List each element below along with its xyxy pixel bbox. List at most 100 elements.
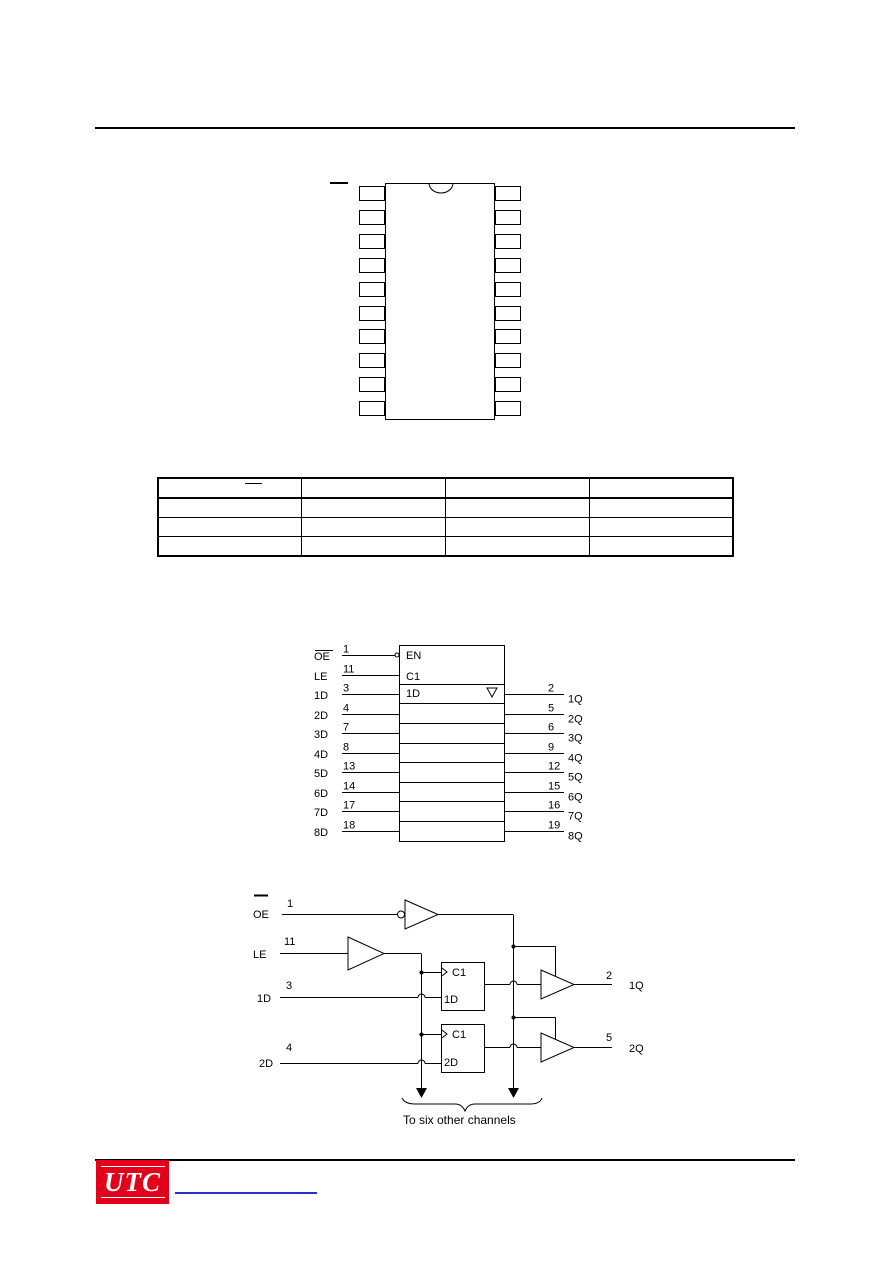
input-label-1d: 1D — [314, 690, 328, 702]
pin-right-11 — [495, 401, 521, 416]
channels-note: To six other channels — [403, 1113, 516, 1127]
pin-right-13 — [495, 353, 521, 368]
table-cell — [588, 517, 734, 537]
output-label-6q: 6Q — [568, 792, 583, 804]
pin-right-20 — [495, 186, 521, 201]
input-pin-17: 17 — [343, 800, 355, 812]
pin1-notch — [428, 183, 454, 194]
table-row — [157, 536, 734, 557]
table-cell — [301, 517, 446, 537]
pin-right-18 — [495, 234, 521, 249]
pin-left-7 — [359, 329, 385, 344]
output-pin-19: 19 — [548, 820, 560, 832]
d2-pin: 4 — [286, 1042, 292, 1054]
oe-label: OE — [253, 909, 269, 921]
footer-rule — [95, 1159, 795, 1161]
utc-logo: UTC — [96, 1160, 169, 1204]
input-pin-18: 18 — [343, 820, 355, 832]
output-label-8q: 8Q — [568, 831, 583, 843]
pin-right-17 — [495, 258, 521, 273]
pin-left-5 — [359, 282, 385, 297]
table-cell — [157, 536, 303, 557]
pin-left-2 — [359, 210, 385, 225]
d1-block-label: 1D — [406, 688, 420, 700]
q1-label: 1Q — [629, 980, 644, 992]
pin-left-8 — [359, 353, 385, 368]
input-pin-4: 4 — [343, 703, 349, 715]
input-label-le: LE — [314, 671, 327, 683]
input-label-8d: 8D — [314, 827, 328, 839]
input-label-oe: OE — [314, 651, 330, 663]
website-link[interactable] — [175, 1192, 317, 1194]
output-pin-12: 12 — [548, 761, 560, 773]
output-label-4q: 4Q — [568, 753, 583, 765]
table-cell — [301, 497, 446, 518]
table-cell — [157, 497, 303, 518]
input-label-2d: 2D — [314, 710, 328, 722]
output-pin-16: 16 — [548, 800, 560, 812]
table-cell — [588, 536, 734, 557]
input-pin-1: 1 — [343, 644, 349, 656]
pin-right-12 — [495, 377, 521, 392]
oe-overbar — [245, 483, 262, 484]
output-pin-9: 9 — [548, 742, 554, 754]
table-row — [157, 517, 734, 537]
ic-package — [385, 183, 495, 420]
output-label-2q: 2Q — [568, 714, 583, 726]
table-cell — [445, 477, 590, 499]
table-cell — [445, 497, 590, 518]
pin-left-3 — [359, 234, 385, 249]
table-row — [157, 497, 734, 518]
pin-left-4 — [359, 258, 385, 273]
pin-right-14 — [495, 329, 521, 344]
output-label-3q: 3Q — [568, 733, 583, 745]
d1-pin: 3 — [286, 980, 292, 992]
output-pin-6: 6 — [548, 722, 554, 734]
pin-left-6 — [359, 306, 385, 321]
logo-text: UTC — [100, 1166, 165, 1198]
oe-pin: 1 — [287, 898, 293, 910]
input-label-3d: 3D — [314, 729, 328, 741]
le-pin: 11 — [284, 936, 295, 948]
q1-pin: 2 — [606, 970, 612, 982]
table-cell — [445, 517, 590, 537]
pin-left-9 — [359, 377, 385, 392]
output-pin-15: 15 — [548, 781, 560, 793]
en-label: EN — [406, 650, 421, 662]
latch1-c1: C1 — [452, 967, 466, 979]
pin-right-16 — [495, 282, 521, 297]
table-cell — [157, 517, 303, 537]
c1-label: C1 — [406, 671, 420, 683]
table-cell — [588, 477, 734, 499]
q2-pin: 5 — [606, 1032, 612, 1044]
q2-label: 2Q — [629, 1043, 644, 1055]
table-cell — [301, 477, 446, 499]
pin1-overbar — [330, 182, 348, 184]
input-label-5d: 5D — [314, 768, 328, 780]
input-label-6d: 6D — [314, 788, 328, 800]
latch2-c1: C1 — [452, 1029, 466, 1041]
input-pin-3: 3 — [343, 683, 349, 695]
input-pin-13: 13 — [343, 761, 355, 773]
output-label-1q: 1Q — [568, 694, 583, 706]
table-cell — [157, 477, 303, 499]
pin-left-10 — [359, 401, 385, 416]
d1-label: 1D — [257, 993, 271, 1005]
logic-diagram: OE 1 LE 11 1D 3 2D 4 C1 1D C1 2D 2 1Q 5 … — [253, 894, 644, 1127]
d2-label: 2D — [259, 1058, 273, 1070]
header-rule — [95, 127, 795, 129]
output-label-5q: 5Q — [568, 772, 583, 784]
input-label-7d: 7D — [314, 807, 328, 819]
output-label-7q: 7Q — [568, 811, 583, 823]
input-pin-8: 8 — [343, 742, 349, 754]
table-row — [157, 477, 734, 499]
input-pin-7: 7 — [343, 722, 349, 734]
output-pin-5: 5 — [548, 703, 554, 715]
latch2-d: 2D — [444, 1057, 458, 1069]
output-pin-2: 2 — [548, 683, 554, 695]
pin-left-1 — [359, 186, 385, 201]
pin-right-19 — [495, 210, 521, 225]
le-label: LE — [253, 949, 266, 961]
table-cell — [301, 536, 446, 557]
